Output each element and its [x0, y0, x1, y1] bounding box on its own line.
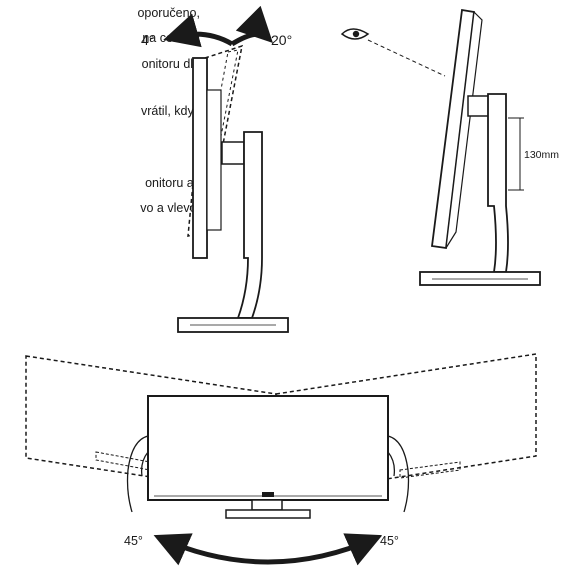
- brand-logo: [262, 492, 274, 497]
- swivel-right-label: 45°: [380, 534, 399, 548]
- height-hinge: [467, 95, 491, 117]
- height-diagram: 130mm: [340, 8, 559, 286]
- tilt-forward-label: 20°: [271, 32, 292, 48]
- sight-line: [367, 39, 446, 77]
- swivel-stand-base: [225, 509, 311, 519]
- text-line: vrátil, když: [140, 104, 200, 118]
- screen-back-housing: [206, 89, 222, 231]
- swivel-right-screen: [275, 353, 537, 497]
- swivel-arrow: [153, 533, 383, 566]
- height-label: 130mm: [524, 149, 559, 161]
- swivel-diagram: 45° 45°: [25, 353, 537, 566]
- swivel-front-screen: [147, 395, 389, 501]
- height-stand-base: [419, 271, 541, 286]
- tilt-hinge: [221, 141, 245, 165]
- right-hand: [387, 435, 410, 513]
- height-stand-column: [487, 93, 509, 273]
- tilt-back-arrow: [163, 13, 234, 48]
- text-line: onitoru až: [145, 176, 200, 190]
- tilt-forward-arrow: [230, 5, 273, 47]
- upright-screen: [192, 57, 208, 259]
- text-line: onitoru dle: [141, 57, 200, 71]
- tilt-diagram: 4° 20°: [141, 5, 292, 333]
- swivel-left-screen: [25, 355, 277, 497]
- text-line: vo a vlevo,: [140, 201, 200, 215]
- tilt-back-label: 4°: [141, 32, 154, 48]
- swivel-left-label: 45°: [124, 534, 143, 548]
- left-hand: [126, 435, 149, 513]
